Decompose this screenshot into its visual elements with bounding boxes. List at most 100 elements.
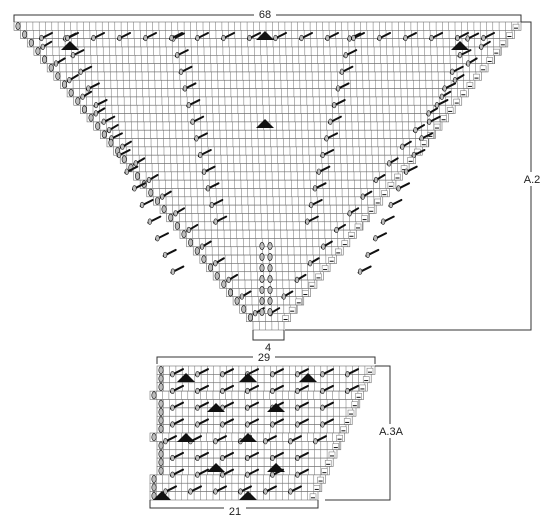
yarn-over-oval: [213, 488, 218, 495]
yarn-over-oval: [158, 399, 164, 408]
yarn-over-oval: [201, 255, 207, 264]
yarn-over-oval: [345, 371, 350, 378]
chart-a3a-label: A.3A: [379, 426, 404, 438]
yarn-over-oval: [195, 371, 200, 378]
chart-a3a-symbols: [151, 366, 374, 501]
yarn-over-oval: [396, 185, 401, 192]
chart-a2-bottom-bracket: [252, 330, 285, 341]
yarn-over-oval: [270, 387, 275, 395]
yarn-over-oval: [158, 466, 164, 475]
yarn-over-oval: [198, 151, 203, 159]
yarn-over-oval: [155, 235, 160, 242]
yarn-over-oval: [42, 55, 48, 64]
yarn-over-oval: [95, 122, 101, 130]
yarn-over-oval: [267, 275, 273, 283]
yarn-over-oval: [158, 416, 164, 425]
yarn-over-oval: [170, 371, 175, 378]
double-decrease-triangle: [207, 403, 225, 412]
chart-a2-top-count-bg: [254, 8, 276, 21]
yarn-over-oval: [101, 118, 106, 125]
purl-dash-box: [460, 90, 467, 98]
yarn-over-oval: [48, 63, 54, 72]
yarn-over-oval: [195, 421, 200, 428]
purl-dash-box: [309, 493, 317, 501]
chart-a2-symbols: [15, 22, 520, 322]
yarn-over-oval: [124, 168, 129, 175]
yarn-over-oval: [151, 475, 157, 483]
yarn-over-oval: [259, 297, 265, 305]
yarn-over-oval: [213, 438, 218, 445]
yarn-over-oval: [53, 60, 59, 67]
yarn-over-oval: [267, 242, 273, 250]
yarn-over-oval: [205, 185, 211, 192]
yarn-over-oval: [299, 34, 304, 42]
yarn-over-oval: [15, 22, 21, 31]
yarn-over-oval: [411, 151, 417, 159]
yarn-over-oval: [320, 151, 325, 159]
yarn-over-oval: [465, 35, 470, 42]
double-decrease-triangle: [177, 373, 195, 382]
yarn-over-oval: [174, 222, 180, 230]
double-decrease-triangle: [451, 41, 469, 50]
yarn-over-oval: [226, 276, 231, 283]
double-decrease-triangle: [267, 403, 285, 412]
yarn-over-oval: [170, 268, 175, 275]
yarn-over-oval: [267, 286, 273, 294]
yarn-over-oval: [466, 60, 471, 67]
yarn-over-oval: [259, 308, 265, 316]
yarn-over-oval: [245, 404, 250, 411]
double-decrease-triangle: [239, 373, 257, 382]
purl-dash-box: [332, 443, 340, 450]
chart-a3a-grid-row: [156, 424, 349, 434]
yarn-over-oval: [35, 47, 41, 56]
yarn-over-oval: [91, 34, 96, 42]
yarn-over-oval: [188, 238, 194, 247]
yarn-over-oval: [427, 118, 432, 125]
purl-dash-box: [315, 273, 322, 281]
yarn-over-oval: [426, 110, 431, 117]
chart-a2: 68 A.2 4: [13, 8, 544, 354]
yarn-over-oval: [267, 253, 273, 261]
yarn-over-oval: [239, 293, 245, 300]
yarn-over-oval: [347, 210, 352, 217]
yarn-over-oval: [39, 34, 44, 42]
yarn-over-oval: [320, 387, 325, 395]
chart-a3a-grid-row: [156, 407, 357, 417]
chart-a3a-top-count-bg: [253, 351, 275, 364]
purl-dash-box: [343, 418, 351, 425]
yarn-over-oval: [170, 404, 175, 411]
yarn-over-oval: [345, 387, 350, 395]
purl-dash-box: [317, 476, 324, 484]
yarn-over-oval: [170, 471, 175, 478]
yarn-over-oval: [179, 68, 184, 75]
yarn-over-oval: [107, 126, 112, 134]
yarn-over-oval: [88, 113, 94, 122]
purl-dash-box: [374, 198, 381, 206]
yarn-over-oval: [151, 433, 157, 442]
yarn-over-oval: [55, 72, 61, 81]
yarn-over-oval: [288, 488, 293, 495]
yarn-over-oval: [267, 264, 273, 272]
yarn-over-oval: [479, 43, 484, 50]
yarn-over-oval: [158, 383, 164, 391]
purl-dash-box: [340, 426, 347, 434]
double-decrease-triangle: [299, 373, 317, 382]
yarn-over-oval: [241, 305, 247, 314]
yarn-over-oval: [209, 201, 214, 209]
yarn-over-oval: [450, 68, 455, 75]
yarn-over-oval: [305, 218, 310, 225]
double-decrease-triangle: [256, 119, 274, 128]
purl-dash-box: [367, 207, 375, 214]
chart-a2-top-count: 68: [259, 9, 271, 21]
yarn-over-oval: [213, 218, 218, 225]
yarn-over-oval: [208, 263, 214, 272]
purl-dash-box: [282, 315, 289, 322]
yarn-over-oval: [267, 297, 273, 305]
chart-a3a: 29 A.3A 21: [149, 351, 406, 518]
chart-a2-grid-row: [13, 21, 522, 31]
chart-a2-grid-row: [33, 46, 502, 56]
yarn-over-oval: [182, 85, 188, 92]
yarn-over-oval: [120, 143, 125, 150]
purl-dash-box: [302, 290, 309, 297]
purl-dash-box: [295, 298, 302, 306]
